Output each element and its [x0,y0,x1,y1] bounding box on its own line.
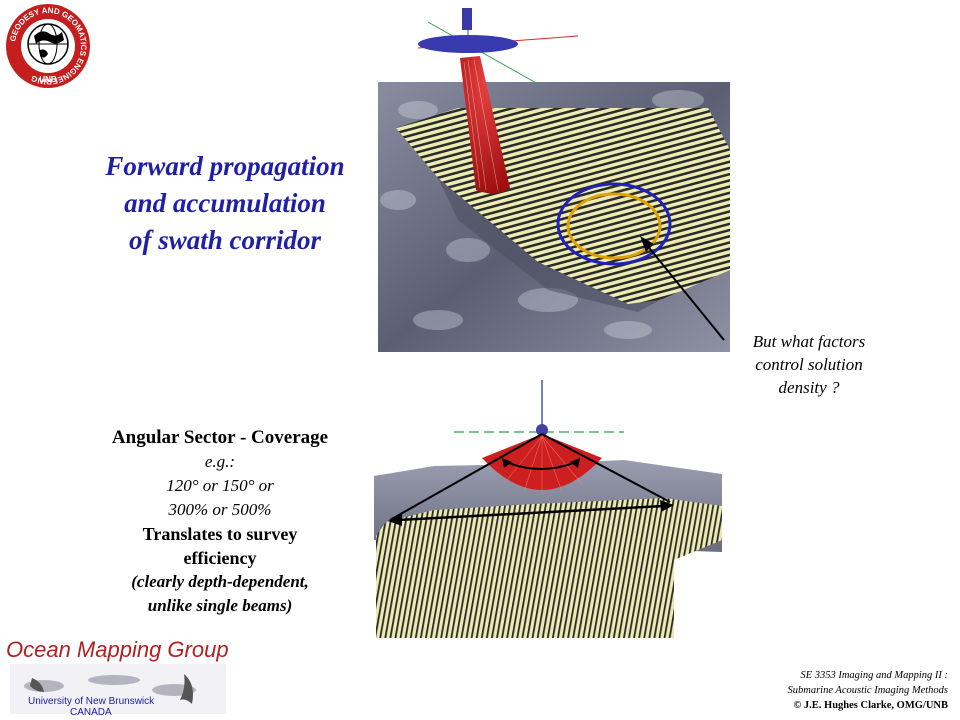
omg-group-name: Ocean Mapping Group [6,637,229,662]
angular-sector-text: Angular Sector - Coverage e.g.: 120° or … [60,426,380,618]
course-line-1: SE 3353 Imaging and Mapping II : [800,670,948,681]
coverage-ellipse-outer [556,182,672,266]
sector-angle-arc [505,461,577,470]
angular-sector-figure [374,380,722,638]
title-line-3: of swath corridor [128,225,322,255]
course-line-2: Submarine Acoustic Imaging Methods [787,685,949,696]
transducer [536,424,548,436]
title-line-2: and accumulation [124,188,326,218]
swath-propagation-figure [378,8,730,352]
sector-heading: Angular Sector - Coverage [111,427,329,448]
copyright: © J.E. Hughes Clarke, OMG/UNB [793,700,948,711]
logo-center-text: UNB [39,75,57,84]
title-line-1: Forward propagation [105,151,345,181]
course-footer: SE 3353 Imaging and Mapping II : Submari… [788,668,949,713]
omg-country: CANADA [70,707,112,718]
slide-title: Forward propagation and accumulation of … [70,148,380,259]
swath-width-arrow [397,504,665,522]
omg-university: University of New Brunswick [28,696,155,707]
globe-icon [27,23,69,65]
vessel [417,8,579,85]
callout-arrow [645,243,725,341]
ocean-mapping-group-logo [10,664,226,714]
solution-density-question: But what factors control solution densit… [752,332,866,397]
coverage-ellipse-inner [566,192,662,260]
unb-geodesy-logo: GEODESY AND GEOMATICS ENGINEERING UNB [6,4,90,88]
narwhal-icon [180,674,193,704]
sonar-icon [30,678,44,692]
swath-corridor [376,498,722,638]
